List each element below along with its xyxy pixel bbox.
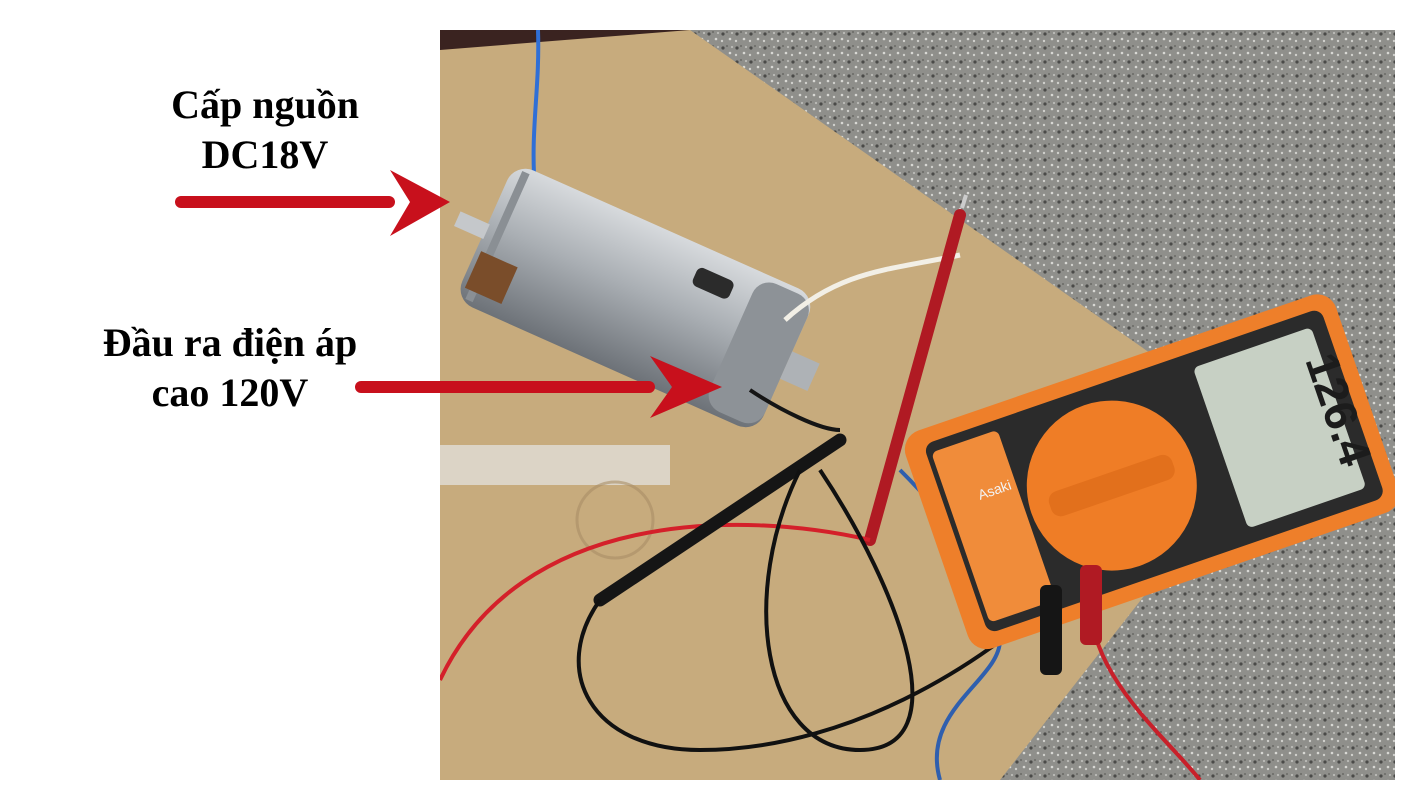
motor-multimeter-photo: 126.4 Asaki: [440, 30, 1395, 780]
red-probe-tip: [960, 194, 968, 209]
black-lead-loop: [764, 468, 915, 753]
black-plug: [1040, 585, 1062, 675]
red-probe: [864, 209, 966, 546]
voltage-output-label: Đầu ra điện áp cao 120V: [70, 318, 390, 418]
blank-patch: [440, 445, 670, 485]
red-lead: [440, 522, 871, 681]
black-motor-wire: [748, 388, 841, 432]
power-input-label: Cấp nguồn DC18V: [150, 80, 380, 180]
voltage-output-label-line1: Đầu ra điện áp: [102, 320, 358, 365]
multimeter: [904, 294, 1395, 650]
voltage-output-label-line2: cao 120V: [151, 370, 309, 415]
power-input-label-line1: Cấp nguồn: [171, 82, 359, 127]
black-probe: [593, 433, 847, 607]
stamp-mark: [575, 480, 655, 560]
white-wire: [783, 252, 961, 322]
photo-illustration: 126.4 Asaki: [440, 30, 1395, 780]
motor: [454, 168, 820, 428]
power-input-label-line2: DC18V: [201, 132, 329, 177]
blue-wire-top: [531, 30, 541, 191]
red-plug: [1080, 565, 1102, 645]
